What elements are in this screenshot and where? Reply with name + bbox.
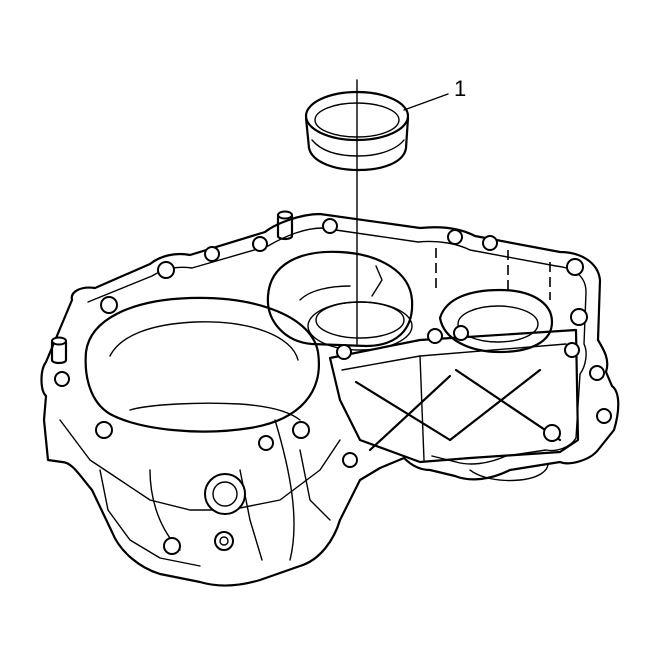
dowel-pins (50, 210, 294, 365)
callout-label: 1 (454, 76, 466, 101)
bolt-hole (564, 342, 580, 358)
right-bore (435, 248, 554, 354)
cross-brace (328, 328, 580, 482)
bolt-hole (54, 371, 70, 387)
bolt-hole (336, 344, 352, 360)
bolt-hole (482, 235, 498, 251)
bolt-hole (95, 421, 113, 439)
port-boss (204, 473, 246, 515)
bolt-hole (589, 365, 605, 381)
bolt-hole (100, 296, 118, 314)
bolt-hole (322, 218, 338, 234)
bolt-hole (596, 408, 612, 424)
bolt-hole (543, 424, 561, 442)
callout-1: 1 (403, 76, 466, 111)
bolt-hole (566, 258, 584, 276)
bolt-hole (163, 537, 181, 555)
bolt-hole (258, 435, 274, 451)
callout-leader-line (403, 93, 449, 111)
bolt-holes (54, 218, 612, 555)
bolt-hole (292, 421, 310, 439)
bolt-hole (252, 236, 268, 252)
bolt-hole (427, 328, 443, 344)
center-bore (266, 250, 414, 351)
left-bore (84, 296, 320, 433)
bolt-hole (453, 325, 469, 341)
bolt-hole (447, 229, 463, 245)
bolt-hole (570, 308, 588, 326)
case-housing (40, 212, 620, 587)
bolt-hole (342, 452, 358, 468)
bolt-hole (157, 261, 175, 279)
bolt-hole (214, 531, 234, 551)
bolt-hole (204, 246, 220, 262)
